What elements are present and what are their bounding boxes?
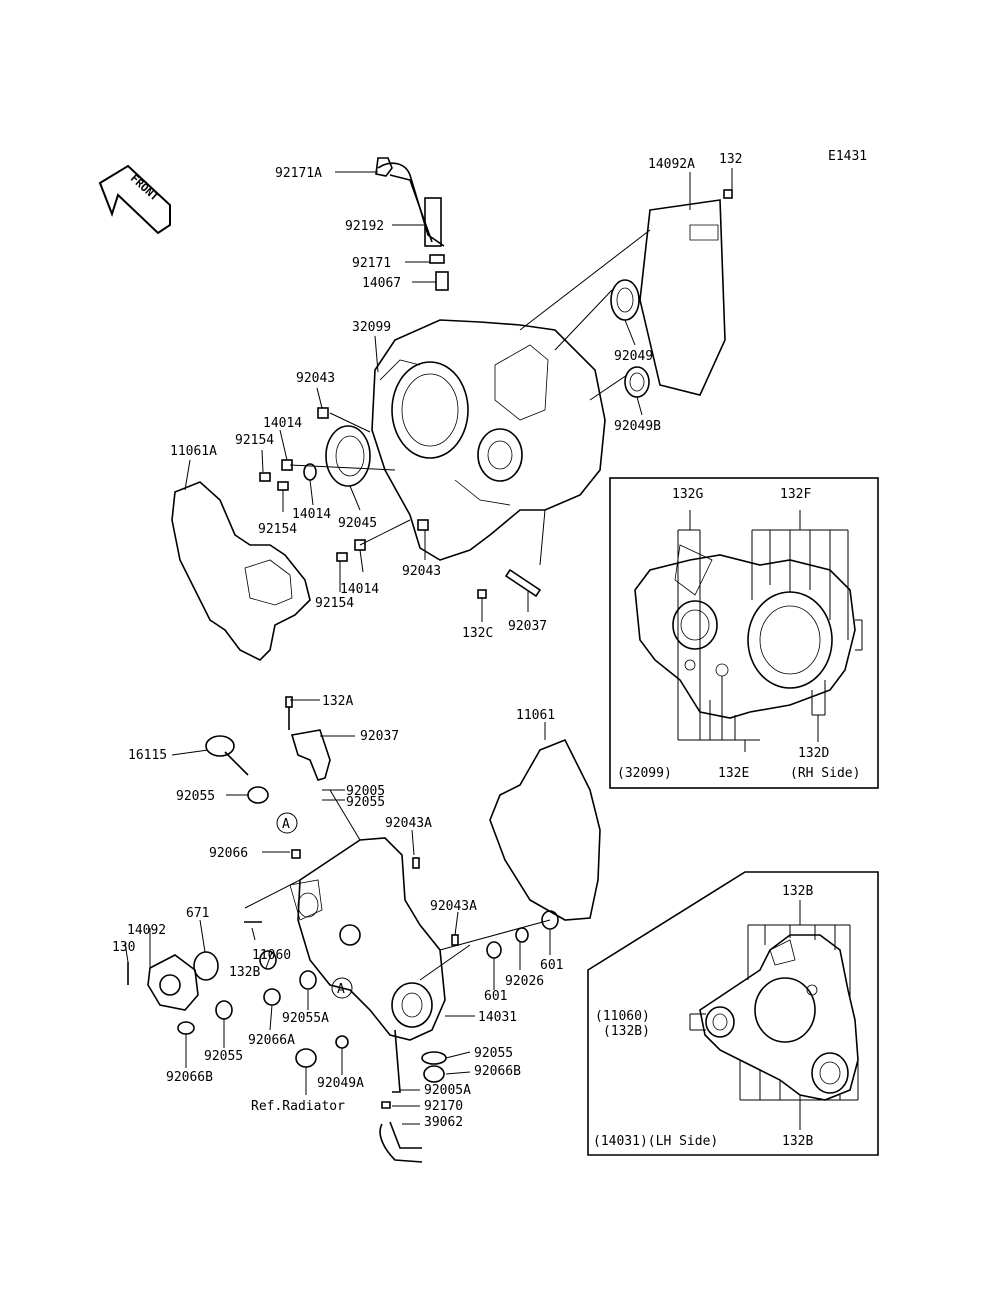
label-92171: 92171	[352, 256, 391, 271]
label-32099: 32099	[352, 320, 391, 335]
front-arrow-icon: FRONT	[98, 164, 171, 235]
inset-lh-132B-mid: (132B)	[603, 1024, 650, 1039]
part-labels: 92171A 92192 92171 14067 14092A 132 3209…	[112, 152, 742, 1130]
seal-92049	[610, 279, 640, 321]
inset-rh-32099: (32099)	[617, 766, 672, 781]
label-130: 130	[112, 940, 135, 955]
shaft-92005	[285, 696, 331, 859]
callout-a-lower: A	[331, 977, 353, 999]
seal-92045	[325, 425, 371, 487]
inset-lh-132B-bot: 132B	[782, 1134, 813, 1149]
label-14067: 14067	[362, 276, 401, 291]
label-14092: 14092	[127, 923, 166, 938]
breather-hose	[375, 157, 449, 291]
inset-rh-132G: 132G	[672, 487, 703, 502]
label-132B-a: 132B	[229, 965, 260, 980]
label-601-b: 601	[484, 989, 507, 1004]
label-92055-d: 92055	[474, 1046, 513, 1061]
label-92066A: 92066A	[248, 1033, 295, 1048]
label-92005: 92005	[346, 784, 385, 799]
label-92154-c: 92154	[315, 596, 354, 611]
inset-lh-132B-top: 132B	[782, 884, 813, 899]
label-132C: 132C	[462, 626, 493, 641]
inset-rh-side-label: (RH Side)	[790, 766, 860, 781]
crankcase-cover-14031	[289, 837, 446, 1041]
label-92005A: 92005A	[424, 1083, 471, 1098]
label-14031: 14031	[478, 1010, 517, 1025]
inset-lh-side: 132B (11060) (132B) (14031)(LH Side) 132…	[587, 871, 879, 1156]
label-92043-b: 92043	[402, 564, 441, 579]
label-11061A: 11061A	[170, 444, 217, 459]
inset-rh-132E: 132E	[718, 766, 749, 781]
oil-filler-cap-16115	[205, 735, 269, 804]
inset-rh-132F: 132F	[780, 487, 811, 502]
label-132A: 132A	[322, 694, 353, 709]
label-14014-a: 14014	[263, 416, 302, 431]
label-92055-a: 92055	[176, 789, 215, 804]
label-92066: 92066	[209, 846, 248, 861]
leader-lines-lower	[124, 699, 551, 1125]
label-92171A: 92171A	[275, 166, 322, 181]
label-92049A: 92049A	[317, 1076, 364, 1091]
label-92043A-a: 92043A	[385, 816, 432, 831]
label-92066B-b: 92066B	[474, 1064, 521, 1079]
label-14014-b: 14014	[292, 507, 331, 522]
label-92055A: 92055A	[282, 1011, 329, 1026]
label-14092A: 14092A	[648, 157, 695, 172]
label-92066B-a: 92066B	[166, 1070, 213, 1085]
crankcase-cover-32099	[371, 319, 606, 561]
label-92049B: 92049B	[614, 419, 661, 434]
gasket-11061	[489, 738, 601, 921]
label-92037-b: 92037	[360, 729, 399, 744]
label-16115: 16115	[128, 748, 167, 763]
label-92154-b: 92154	[258, 522, 297, 537]
label-92043-a: 92043	[296, 371, 335, 386]
callout-a-upper: A	[276, 812, 298, 834]
label-11061: 11061	[516, 708, 555, 723]
diagram-code: E1431	[828, 149, 867, 164]
inset-rh-132D: 132D	[798, 746, 829, 761]
label-92043A-b: 92043A	[430, 899, 477, 914]
inset-lh-side-label: (14031)(LH Side)	[593, 1134, 718, 1149]
seal-92049B	[624, 366, 650, 398]
label-671: 671	[186, 906, 209, 921]
leader-lines-upper	[184, 168, 733, 622]
label-92192: 92192	[345, 219, 384, 234]
label-92055-c: 92055	[204, 1049, 243, 1064]
label-92045: 92045	[338, 516, 377, 531]
label-11060: 11060	[252, 948, 291, 963]
label-92049: 92049	[614, 349, 653, 364]
label-92170: 92170	[424, 1099, 463, 1114]
label-92026: 92026	[505, 974, 544, 989]
gasket-11061A	[171, 481, 311, 661]
label-601-a: 601	[540, 958, 563, 973]
inset-lh-11060: (11060)	[595, 1009, 650, 1024]
inset-rh-side: 132G 132F (32099) 132E 132D (RH Side)	[609, 477, 879, 789]
label-92154-a: 92154	[235, 433, 274, 448]
svg-text:A: A	[337, 982, 345, 997]
svg-text:A: A	[282, 817, 290, 832]
label-ref-radiator: Ref.Radiator	[251, 1099, 345, 1114]
label-132-top: 132	[719, 152, 742, 167]
outer-cover-14092A	[639, 189, 733, 396]
label-14014-c: 14014	[340, 582, 379, 597]
label-39062: 39062	[424, 1115, 463, 1130]
label-92055-b: 92055	[346, 795, 385, 810]
label-92037-a: 92037	[508, 619, 547, 634]
